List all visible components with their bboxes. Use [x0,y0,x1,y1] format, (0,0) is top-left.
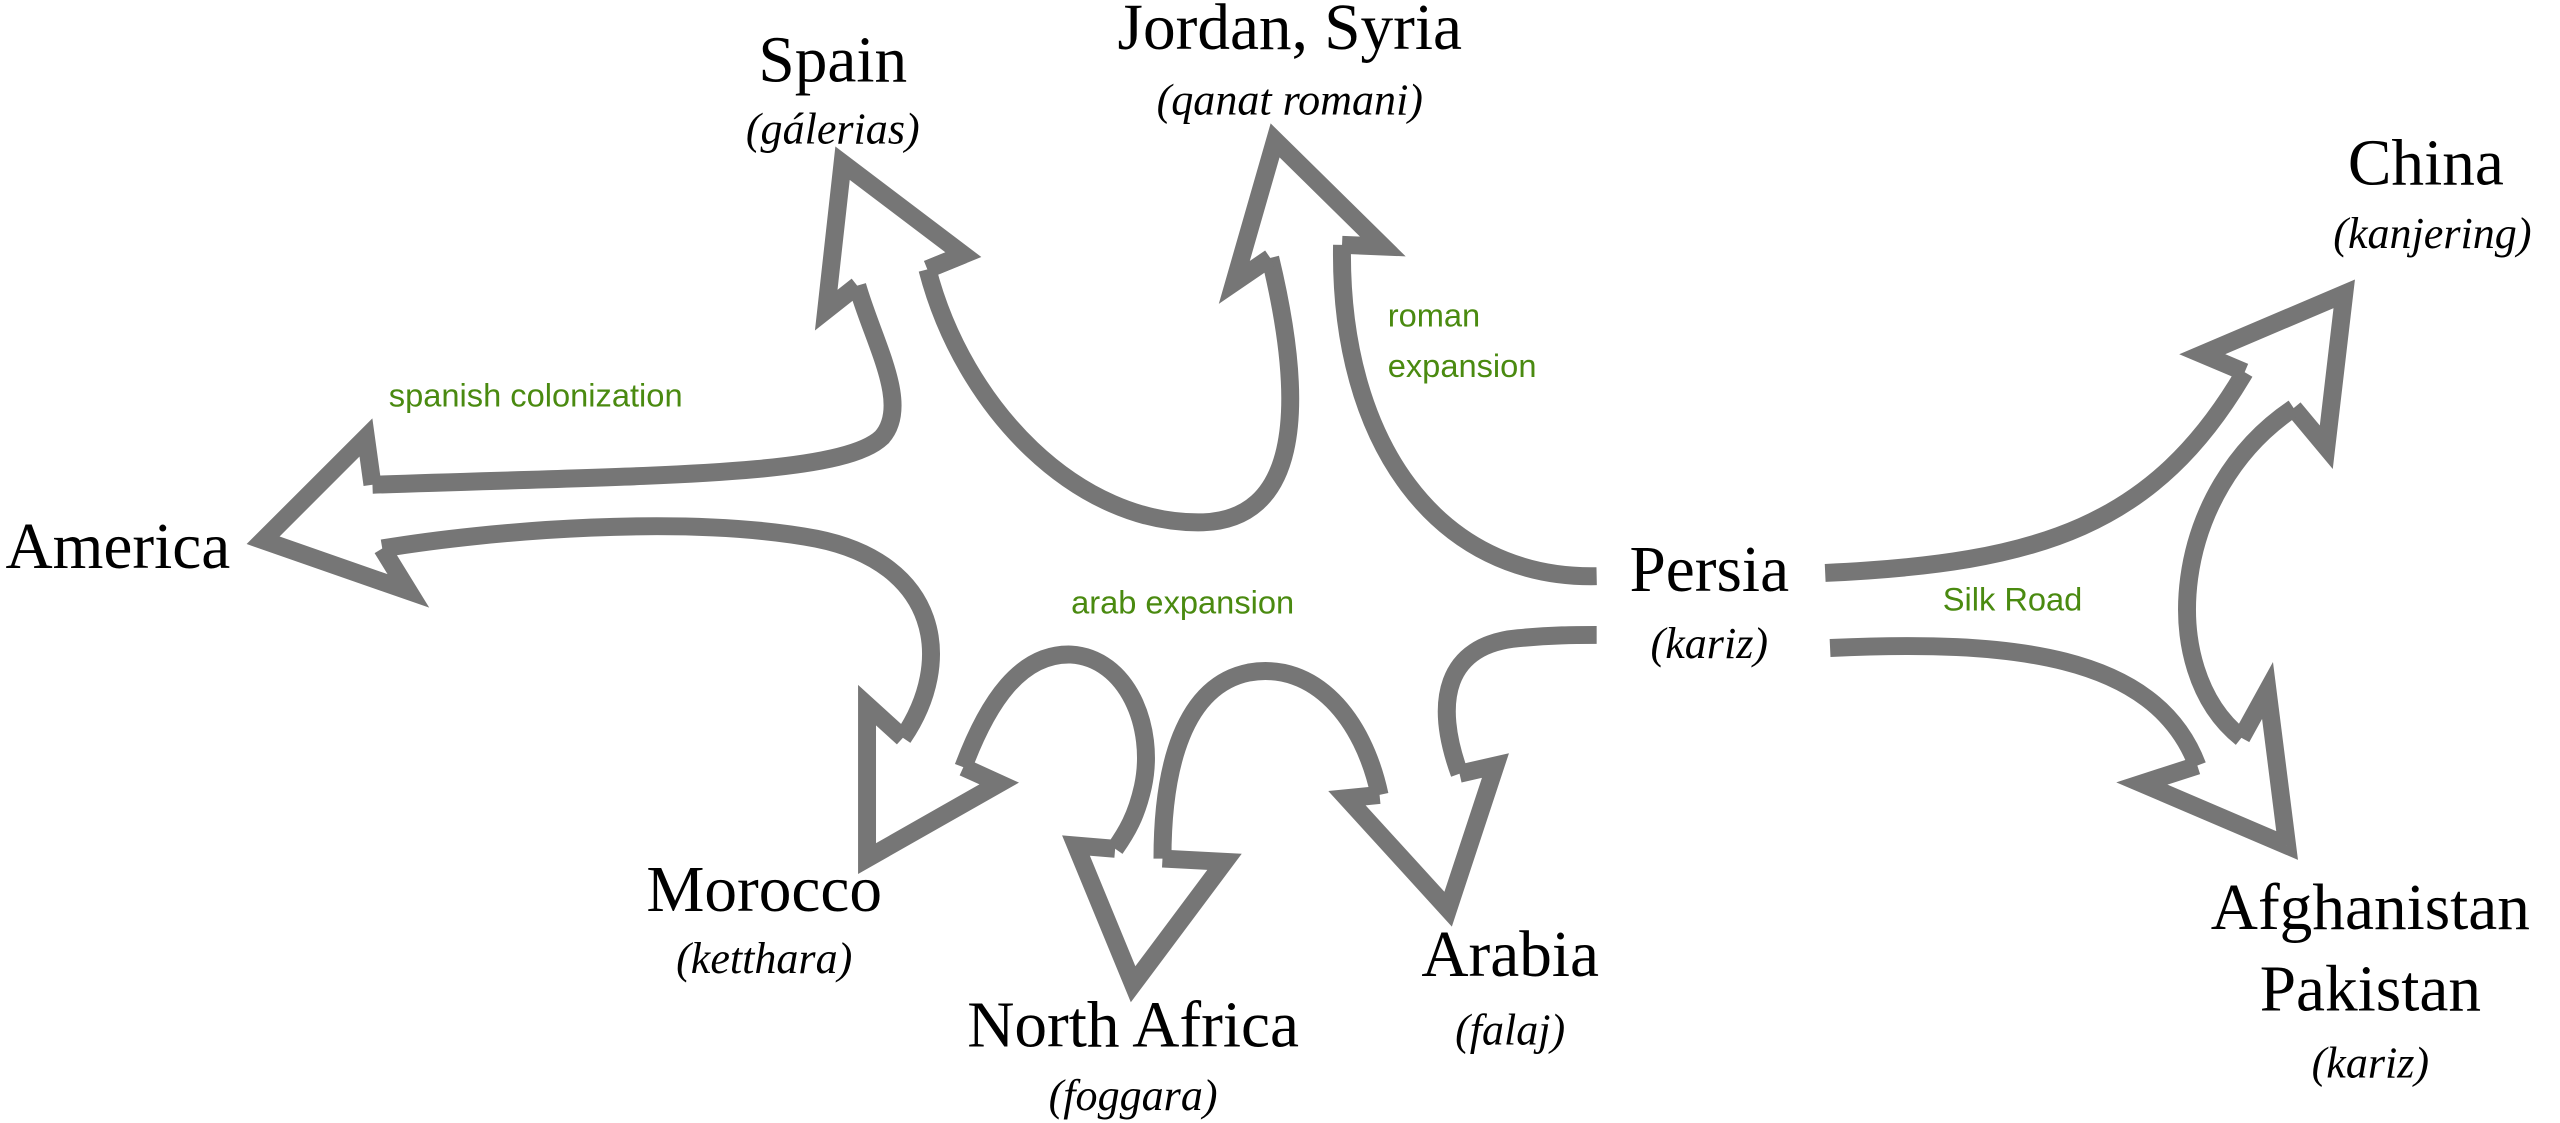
place-morocco: Morocco [646,854,882,926]
route-label-silk-road: Silk Road [1943,580,2083,617]
place-jordan-syria: Jordan, Syria [1118,0,1463,64]
arrowhead-america [246,418,430,608]
place-spain: Spain [758,25,907,97]
route-label-roman-line1: roman [1388,296,1480,333]
arrow-america-morocco [380,517,940,743]
arrow-spain-america [372,246,967,494]
arrow-china-afghanistan [2178,400,2299,745]
place-pakistan: Pakistan [2260,953,2481,1025]
route-label-roman-line2: expansion [1388,347,1537,384]
place-north-africa: North Africa [967,989,1299,1061]
arrow-afghanistan-persia [1829,637,2206,769]
route-label-arab-expansion: arab expansion [1071,584,1294,621]
arrow-morocco-north-africa [954,645,1155,854]
native-name-north-africa: (foggara) [1049,1071,1218,1120]
arrowhead-morocco [858,684,1019,874]
route-label-spanish-colonization: spanish colonization [389,376,683,413]
arrowhead-china [2179,279,2355,470]
native-name-china: (kanjering) [2333,209,2531,258]
arrowhead-north-africa [1062,835,1242,1003]
arrow-arabia-persia [1437,625,1597,777]
native-name-morocco: (ketthara) [676,934,852,983]
arrowhead-afghanistan [2116,661,2298,860]
arrow-persia-china [1824,367,2253,582]
arrow-roman-outline [918,123,1597,586]
native-name-arabia: (falaj) [1455,1006,1565,1055]
arrowhead-jordan-syria [1218,123,1406,304]
arrow-spain-jordan [918,255,1300,532]
arrow-west-outline [246,146,1597,1003]
arrow-north-africa-arabia [1153,662,1389,859]
place-persia: Persia [1630,534,1790,606]
arrowhead-arabia [1328,753,1509,927]
native-name-afghanistan-pakistan: (kariz) [2312,1038,2429,1087]
arrow-silk-road-outline [1824,279,2355,860]
place-arabia: Arabia [1421,919,1599,991]
place-afghanistan: Afghanistan [2211,872,2530,944]
native-name-jordan-syria: (qanat romani) [1157,75,1423,124]
place-america: America [5,511,230,583]
arrowhead-spain [814,146,982,331]
arrow-jordan-persia [1333,244,1597,586]
place-china: China [2348,127,2504,199]
native-name-spain: (gálerias) [746,105,920,154]
native-name-persia: (kariz) [1651,619,1768,668]
